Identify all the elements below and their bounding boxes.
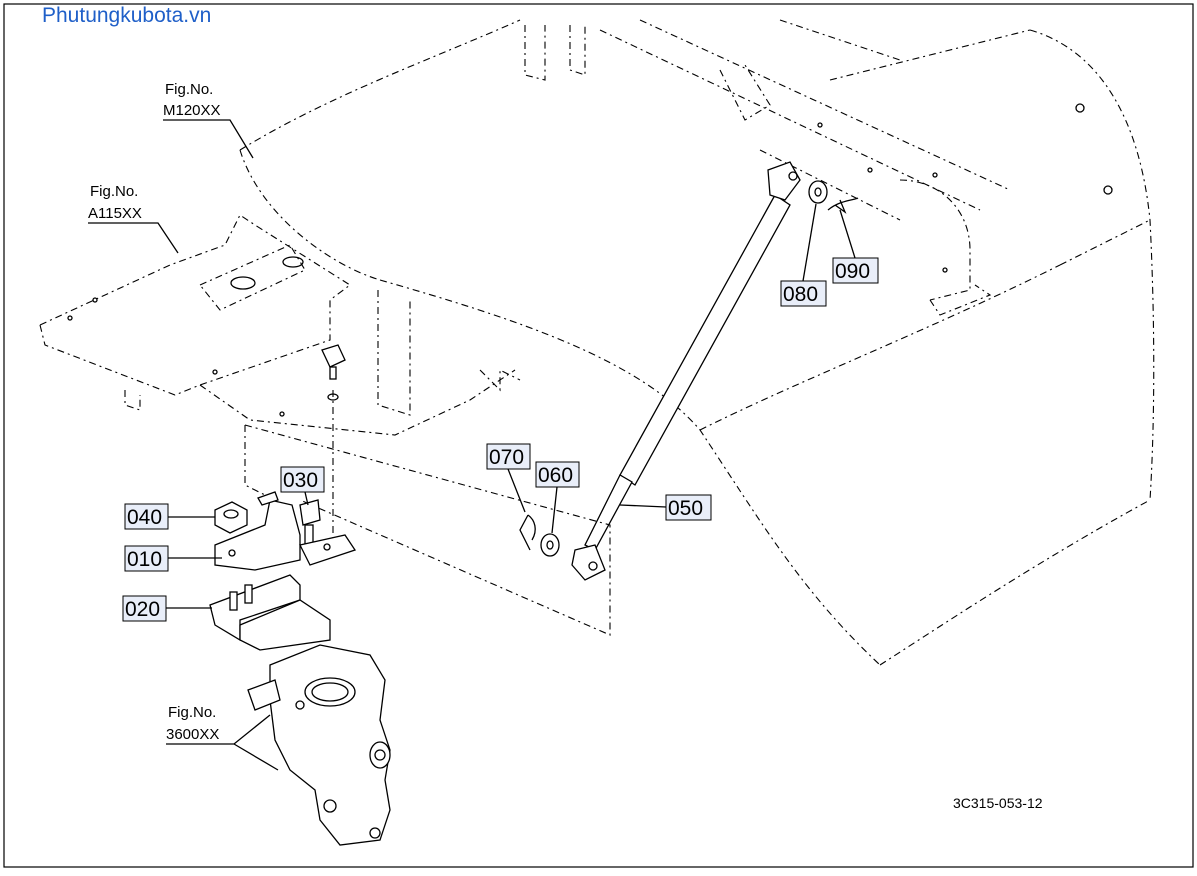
callout-label: 040 (127, 506, 162, 529)
bracket-assembly (209, 344, 611, 651)
callout-label: 050 (668, 497, 703, 520)
figure-reference-label: Fig.No. (168, 704, 216, 721)
gas-strut (571, 161, 801, 581)
callout-020[interactable]: 020 (122, 595, 212, 622)
callout-090[interactable]: 090 (832, 209, 879, 284)
pin-070 (519, 514, 536, 551)
callout-060[interactable]: 060 (535, 461, 580, 534)
diagram-border (3, 3, 1194, 868)
callout-040[interactable]: 040 (124, 503, 215, 530)
washer-060 (540, 533, 560, 557)
diagram-code: 3C315-053-12 (953, 795, 1043, 811)
watermark: Phutungkubota.vn (42, 4, 212, 27)
callout-050[interactable]: 050 (619, 494, 712, 521)
callout-label: 090 (835, 260, 870, 283)
callout-080[interactable]: 080 (780, 203, 827, 307)
figure-reference-3600xx: Fig.No. 3600XX (166, 704, 279, 771)
floor-plate (39, 214, 521, 436)
callout-030[interactable]: 030 (280, 466, 325, 506)
figure-reference-m120xx: Fig.No. M120XX (163, 81, 254, 159)
figure-reference-label: Fig.No. (90, 183, 138, 200)
callout-label: 030 (283, 469, 318, 492)
callout-label: 060 (538, 464, 573, 487)
pump-body (247, 644, 391, 846)
callout-label: 080 (783, 283, 818, 306)
callout-010[interactable]: 010 (124, 545, 222, 572)
hood-outline (239, 19, 1155, 666)
callout-070[interactable]: 070 (486, 443, 531, 513)
figure-reference-number: 3600XX (166, 726, 219, 743)
figure-reference-number: A115XX (88, 205, 142, 222)
washer-080 (808, 180, 828, 204)
figure-reference-a115xx: Fig.No. A115XX (88, 183, 179, 254)
figure-reference-number: M120XX (163, 102, 221, 119)
pin-090 (827, 197, 859, 214)
callout-label: 010 (127, 548, 162, 571)
callout-label: 070 (489, 446, 524, 469)
figure-reference-label: Fig.No. (165, 81, 213, 98)
callout-label: 020 (125, 598, 160, 621)
